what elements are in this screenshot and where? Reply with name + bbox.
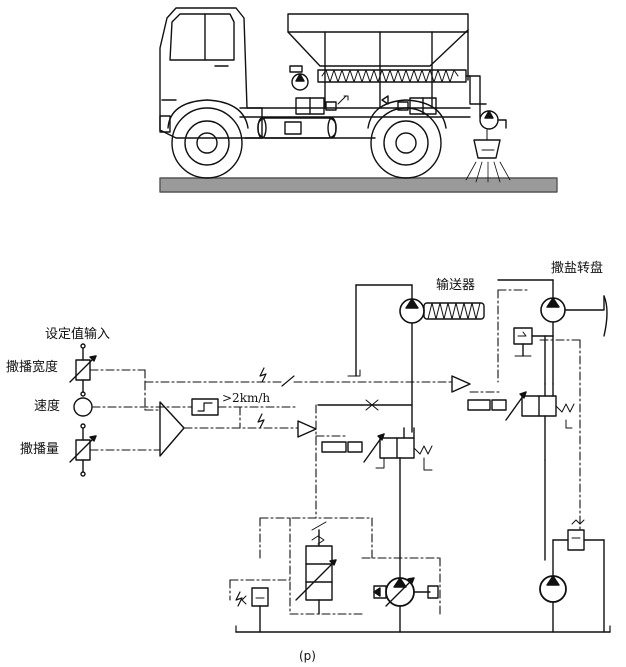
turntable-pump [539,519,605,633]
turntable-valve [467,383,575,461]
setpoint-input-label: 设定值输入 [45,327,111,342]
conveyor-label: 输送器 [436,278,476,293]
turntable-motor [497,279,608,385]
rear-wheel [370,107,442,179]
speed-label: 速度 [34,399,61,414]
spread-width-label: 撒播宽度 [6,360,59,375]
conveyor-valve [321,427,433,471]
speed-threshold-box [191,398,219,416]
amplifier-conveyor [297,420,317,438]
salt-turntable-label: 撒盐转盘 [551,261,604,276]
cab-window [169,13,235,61]
relief-valve-left [241,587,269,633]
front-wheel [171,107,243,179]
main-pump [373,577,439,633]
spread-amount-potentiometer [69,423,97,477]
ground-strip [159,177,558,193]
amplifier-turntable [451,375,471,393]
control-schematic [69,279,611,633]
hopper [287,13,469,67]
pump-control-valve [295,521,337,615]
figure-caption: (p) [299,649,316,663]
truck-cab [159,7,263,139]
conveyor-motor [347,284,485,433]
spread-amount-label: 撒播量 [20,442,60,457]
speed-sensor [73,397,93,417]
hydraulic-tank [257,117,337,139]
amplifier-main [159,401,185,457]
truck-illustration [159,7,558,193]
speed-threshold-label: >2km/h [222,391,271,405]
